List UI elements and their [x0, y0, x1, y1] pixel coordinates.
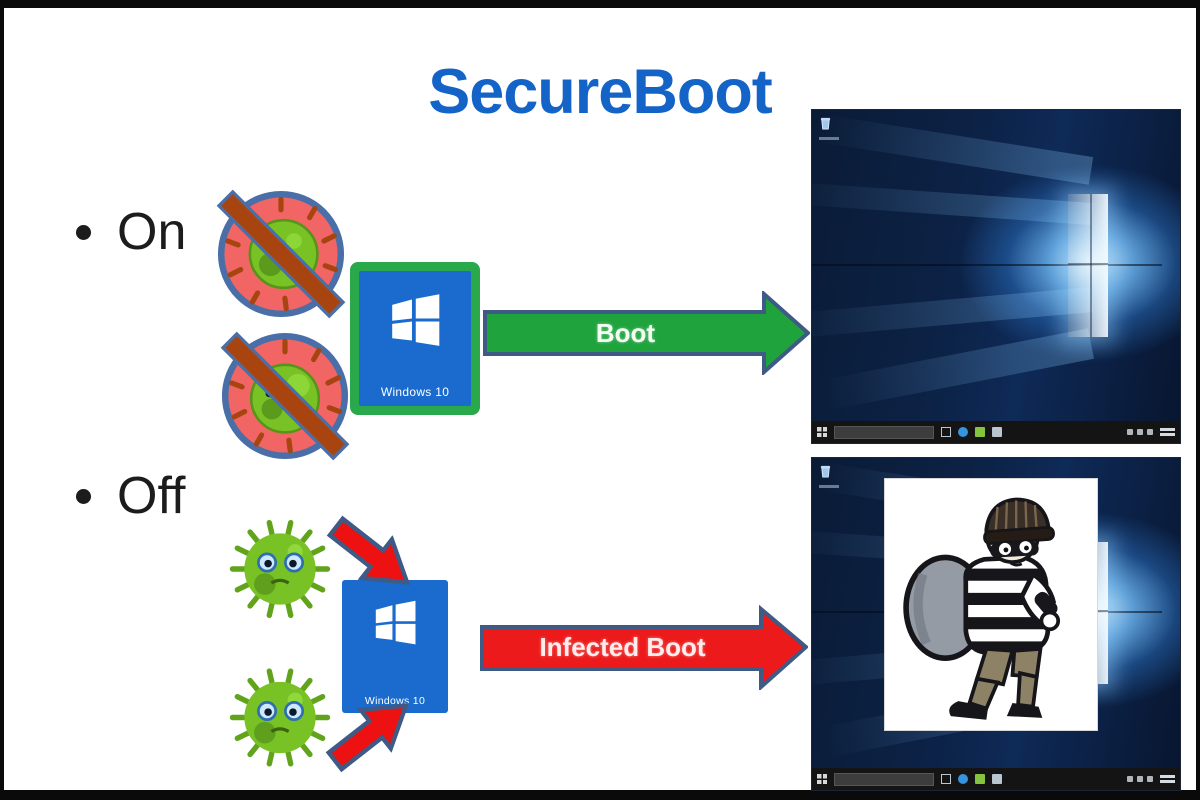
edge-browser-icon — [958, 427, 968, 437]
taskbar-clock — [1160, 775, 1175, 783]
boot-arrow-label: Boot — [595, 317, 656, 348]
virus-icon — [226, 650, 334, 785]
windows10-tile-secure: Windows 10 — [350, 262, 480, 415]
system-tray — [1127, 775, 1175, 783]
store-icon — [992, 427, 1002, 437]
virus-icon — [226, 505, 334, 633]
recycle-bin-icon — [819, 117, 839, 140]
boot-arrow: Boot — [483, 289, 812, 377]
bullet-dot — [76, 224, 91, 240]
bullet-item-off: Off — [76, 470, 185, 522]
start-button-icon — [817, 774, 827, 784]
windows-tile-label: Windows 10 — [364, 695, 426, 707]
file-explorer-icon — [975, 427, 985, 437]
infected-boot-arrow: Infected Boot — [480, 604, 810, 692]
bullet-dot — [76, 488, 91, 504]
recycle-bin-icon — [819, 465, 839, 488]
infected-boot-arrow-label: Infected Boot — [539, 632, 706, 662]
bullet-label-off: Off — [117, 467, 186, 525]
taskbar-search-box — [834, 425, 934, 439]
bullet-item-on: On — [76, 206, 186, 258]
desktop-screenshot-clean — [812, 110, 1180, 443]
windows-flag-icon — [363, 588, 427, 652]
taskbar-clock — [1160, 428, 1175, 436]
blocked-virus-icon — [216, 188, 346, 320]
windows-taskbar — [812, 768, 1180, 790]
malware-entry-arrow — [316, 681, 426, 784]
wallpaper-window-glow — [1067, 193, 1109, 338]
windows-wallpaper — [812, 110, 1180, 421]
windows-flag-icon — [377, 279, 453, 355]
windows10-tile-unprotected: Windows 10 — [342, 580, 448, 713]
taskbar-search-box — [834, 772, 934, 786]
task-view-icon — [941, 427, 951, 437]
bullet-label-on: On — [117, 203, 187, 261]
windows-tile-label: Windows 10 — [380, 385, 450, 399]
edge-browser-icon — [958, 774, 968, 784]
blocked-virus-icon — [220, 328, 350, 464]
store-icon — [992, 774, 1002, 784]
burglar-illustration — [885, 479, 1097, 730]
malware-entry-arrow — [317, 503, 427, 606]
task-view-icon — [941, 774, 951, 784]
desktop-screenshot-infected — [812, 458, 1180, 790]
file-explorer-icon — [975, 774, 985, 784]
system-tray — [1127, 428, 1175, 436]
slide-title: SecureBoot — [428, 57, 773, 127]
start-button-icon — [817, 427, 827, 437]
windows-taskbar — [812, 421, 1180, 443]
